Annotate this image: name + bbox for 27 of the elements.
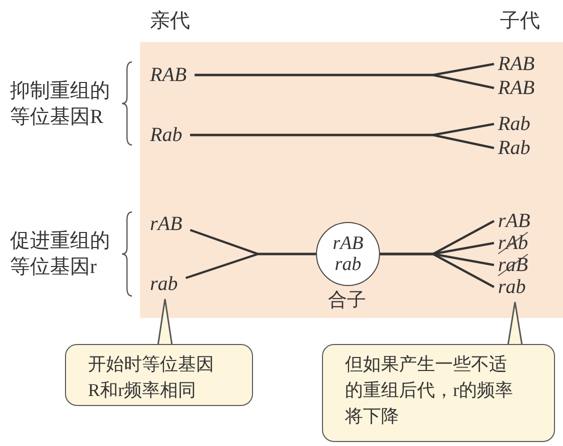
branch-line	[380, 252, 495, 288]
callout-pointer	[507, 301, 523, 346]
genotype-label: rAB	[498, 210, 530, 232]
genotype-label: RAB	[498, 77, 535, 99]
callout-text: 开始时等位基因R和r频率相同	[88, 353, 215, 402]
callout-box	[322, 344, 555, 442]
column-heading: 子代	[500, 9, 541, 34]
genotype-label: Rab	[498, 137, 530, 159]
group-label: 促进重组的等位基因r	[10, 229, 111, 280]
group-label: 抑制重组的等位基因R	[10, 79, 111, 130]
genotype-label: Rab	[498, 113, 530, 135]
genotype-label: RAB	[150, 64, 187, 86]
callout-box	[65, 344, 253, 406]
genotype-label: rab	[498, 276, 526, 298]
branch-line	[194, 74, 494, 90]
genotype-label: rAB	[332, 233, 364, 254]
genotype-label: rAB	[150, 213, 182, 235]
genotype-label: Rab	[150, 124, 182, 146]
branch-line	[190, 134, 494, 150]
genotype-label: rab	[334, 254, 362, 275]
branch-line	[185, 252, 316, 280]
column-heading: 亲代	[150, 9, 191, 34]
genotype-label: RAB	[498, 53, 535, 75]
genotype-label: rab	[150, 273, 178, 295]
node-label: 合子	[328, 289, 366, 313]
callout-pointer	[157, 298, 173, 346]
callout-text: 但如果产生一些不适的重组后代，r的频率将下降	[345, 353, 514, 428]
